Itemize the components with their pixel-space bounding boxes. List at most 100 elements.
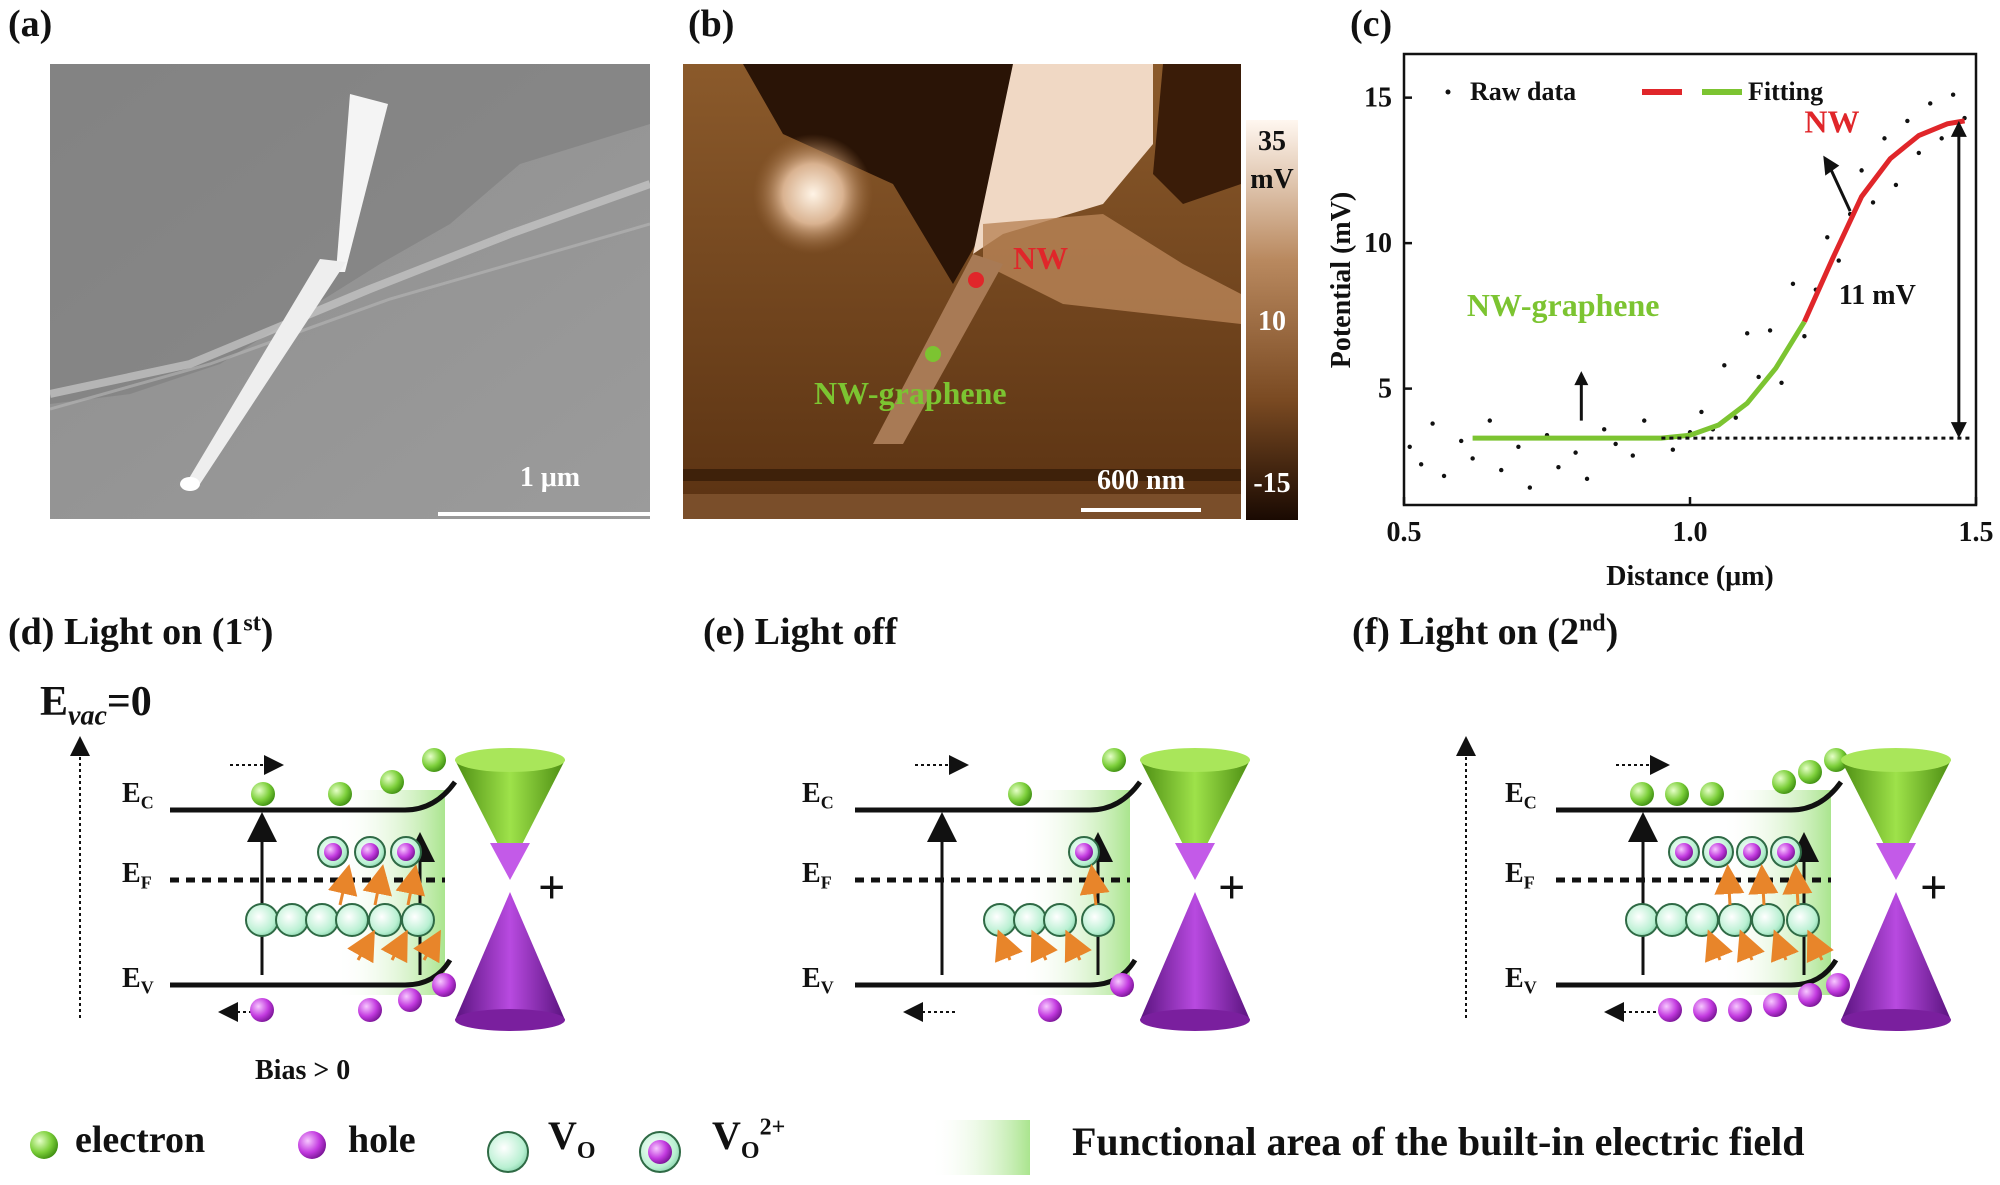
sem-scalebar-label: 1 μm <box>520 462 580 493</box>
electron-icon <box>30 1131 58 1159</box>
raw-data-point <box>1499 467 1504 473</box>
raw-data-point <box>1487 418 1492 423</box>
transition-arrow <box>328 864 358 906</box>
vo-particle <box>1685 903 1719 937</box>
panel-d-close: ) <box>260 611 274 653</box>
graphene-cone-lower <box>455 892 565 1020</box>
transition-arrow <box>395 864 426 906</box>
raw-data-point <box>1928 101 1933 106</box>
kpfm-nw-label: NW <box>1013 240 1068 276</box>
panel-d-sup: st <box>243 610 261 637</box>
evac-label: Evac=0 <box>40 678 152 732</box>
raw-data-point <box>1916 150 1921 156</box>
transition-arrow <box>413 929 441 964</box>
colorbar-mid: 10 <box>1258 306 1286 337</box>
raw-data-point <box>1430 421 1435 426</box>
raw-data-point <box>1790 281 1796 287</box>
conduction-band <box>855 780 1143 813</box>
electron-particle <box>1798 760 1822 784</box>
electron-particle <box>328 782 352 806</box>
transition-arrow <box>1770 929 1799 963</box>
graphene-cone-fill <box>1876 843 1916 880</box>
legend-fit-label: Fitting <box>1748 77 1823 106</box>
panel-f-close: ) <box>1605 611 1619 653</box>
vo-particle <box>1625 903 1659 937</box>
graphene-cone-lower <box>1140 892 1250 1020</box>
graphene-cone-upper <box>1841 760 1951 868</box>
transition-arrow <box>380 929 408 964</box>
hole-particle <box>1658 998 1682 1022</box>
vo-particle <box>305 903 339 937</box>
hole-particle <box>1110 973 1134 997</box>
raw-data-point <box>1882 136 1887 141</box>
raw-data-point <box>1722 363 1727 368</box>
legend-electron: electron <box>75 1119 206 1161</box>
raw-data-point <box>1950 92 1956 97</box>
y-axis-label: Potential (mV) <box>1326 192 1357 369</box>
raw-data-point <box>1459 438 1464 444</box>
graphene-cone-lower <box>1841 892 1951 1020</box>
vo2-particle-core <box>1075 843 1093 861</box>
panel-f-sup: nd <box>1578 610 1606 637</box>
panel-f-text: (f) Light on (2 <box>1352 611 1579 653</box>
chart-annotation-delta: 11 mV <box>1839 280 1916 311</box>
panel-f-label: (f) Light on (2nd) <box>1352 610 1618 654</box>
evac-tail: =0 <box>106 679 152 725</box>
raw-data-point <box>1905 118 1910 124</box>
panel-d-label: (d) Light on (1st) <box>8 610 273 654</box>
fit-line <box>1802 118 1966 323</box>
evac-sub: vac <box>68 700 107 732</box>
x-tick-label: 1.0 <box>1673 517 1708 548</box>
built-in-field-area <box>335 790 445 995</box>
conduction-band <box>1556 780 1844 813</box>
transition-arrow <box>1064 929 1092 964</box>
electron-particle <box>1008 782 1032 806</box>
raw-data-point <box>1630 453 1635 458</box>
ec-label-e: EC <box>802 778 834 813</box>
vo-particle <box>1718 903 1752 937</box>
ev-label-d: EV <box>122 963 154 998</box>
nw-pointer-head <box>1823 155 1840 176</box>
vo-particle <box>1013 903 1047 937</box>
chart-annotation-nw: NW <box>1804 104 1859 140</box>
graphene-cone-bottom <box>1140 1009 1250 1031</box>
ec-label-f: EC <box>1505 778 1537 813</box>
transition-arrow <box>1748 864 1779 906</box>
plus-sign-d: + <box>538 861 566 914</box>
y-tick-label: 5 <box>1378 374 1392 405</box>
raw-data-point <box>1642 418 1647 423</box>
vo2-particle-core <box>324 843 342 861</box>
ev-label-f: EV <box>1505 963 1537 998</box>
vo-particle <box>1043 903 1077 937</box>
band-diagram-f <box>1456 736 1951 1031</box>
electron-particle <box>251 782 275 806</box>
delta-arrow-head-bottom <box>1950 422 1967 439</box>
legend-icons <box>30 1120 1030 1175</box>
legend-raw-label: Raw data <box>1470 77 1576 106</box>
electron-particle <box>380 770 404 794</box>
raw-data-point <box>1870 200 1876 205</box>
x-axis-label: Distance (μm) <box>1606 561 1774 592</box>
y-tick-label: 10 <box>1364 228 1392 259</box>
raw-data-point <box>1779 380 1784 385</box>
raw-data-point <box>1767 328 1773 333</box>
vo-particle <box>1786 903 1820 937</box>
evac-e: E <box>40 679 69 725</box>
ec-label-d: EC <box>122 778 154 813</box>
vo-particle <box>1655 903 1689 937</box>
graphene-cone-fill <box>490 843 530 880</box>
raw-data-point <box>1825 235 1830 240</box>
transition-arrow <box>1030 929 1058 964</box>
x-tick-label: 1.5 <box>1959 517 1994 548</box>
raw-data-point <box>1699 409 1704 415</box>
band-diagram-d <box>70 736 565 1031</box>
graphene-cone-fill <box>1175 843 1215 880</box>
vo2-particle-core <box>397 843 415 861</box>
vo2-particle-core <box>1709 843 1727 861</box>
raw-data-point <box>1556 464 1561 470</box>
ef-label-e: EF <box>802 858 832 893</box>
vo-particle <box>245 903 279 937</box>
sem-scalebar <box>438 512 658 516</box>
hole-particle <box>1763 993 1787 1017</box>
